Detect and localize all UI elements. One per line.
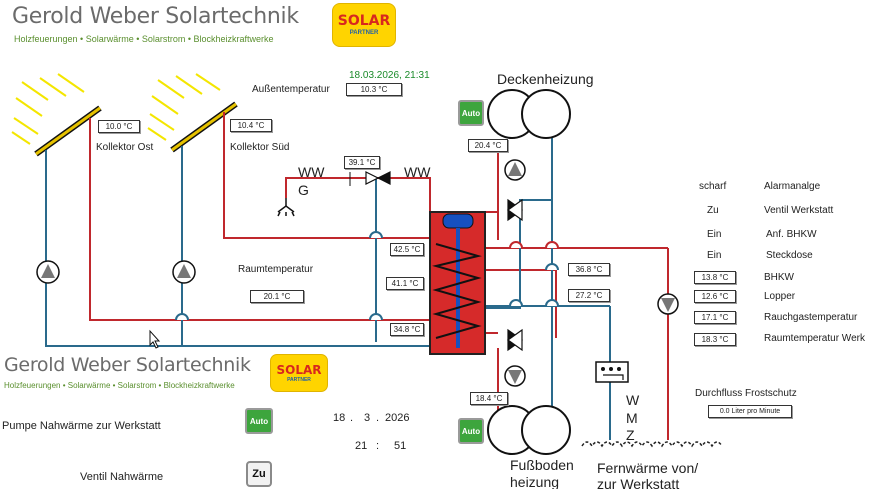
status-name-valve: Ventil Werkstatt xyxy=(764,205,834,216)
wmz-z: Z xyxy=(626,427,635,443)
pump-icon xyxy=(504,159,526,181)
time-hour: 21 xyxy=(355,440,368,452)
pump-nahwaerme-label: Pumpe Nahwärme zur Werkstatt xyxy=(2,420,161,432)
status-name-socket: Steckdose xyxy=(766,250,813,261)
reading-bhkw-label: BHKW xyxy=(764,272,794,283)
brand-name-bottom: Gerold Weber Solartechnik xyxy=(4,354,251,376)
logo-text: SOLAR xyxy=(337,13,391,29)
reading-lopper-label: Lopper xyxy=(764,291,796,302)
shower-icon xyxy=(277,198,295,217)
ceiling-auto-button[interactable]: Auto xyxy=(458,100,484,126)
logo-sub: PARTNER xyxy=(349,30,379,36)
solar-partner-logo: SOLAR PARTNER xyxy=(332,3,396,47)
storage-temp-mid: 41.1 °C xyxy=(386,277,424,290)
logo-text-bottom: SOLAR xyxy=(276,362,322,377)
solar-partner-logo-bottom: SOLAR PARTNER xyxy=(270,354,328,392)
time-sep: : xyxy=(376,440,380,452)
district-flow-temp: 36.8 °C xyxy=(568,263,610,276)
heat-exchanger-coil xyxy=(432,243,482,339)
valve-nahwaerme-label: Ventil Nahwärme xyxy=(80,471,164,483)
g-label: G xyxy=(298,182,309,198)
reading-room-value: 18.3 °C xyxy=(694,333,736,346)
date-sep-2: . xyxy=(376,412,380,424)
date-sep-1: . xyxy=(350,412,354,424)
collector-south-label: Kollektor Süd xyxy=(230,142,290,153)
pump-nahwaerme-auto-button[interactable]: Auto xyxy=(245,408,273,434)
reading-bhkw-value: 13.8 °C xyxy=(694,271,736,284)
storage-temp-top: 42.5 °C xyxy=(390,243,424,256)
pump-icon xyxy=(657,293,679,315)
floor-exchanger xyxy=(487,405,571,455)
district-title-1: Fernwärme von/ xyxy=(597,460,699,476)
ceiling-heating-title: Deckenheizung xyxy=(497,71,594,87)
status-state-alarm: scharf xyxy=(699,181,727,192)
collector-south-temp: 10.4 °C xyxy=(230,119,272,132)
ww-right-label: WW xyxy=(404,164,431,180)
brand-tagline: Holzfeuerungen • Solarwärme • Solarstrom… xyxy=(14,34,274,44)
pipe-crossings xyxy=(509,241,559,249)
mixing-valve-icon xyxy=(365,171,391,185)
wmz-m: M xyxy=(626,410,638,426)
floor-heating-title-2: heizung xyxy=(510,474,560,489)
room-temp-label: Raumtemperatur xyxy=(238,264,314,275)
valve-nahwaerme-zu-button[interactable]: Zu xyxy=(246,461,272,487)
ceiling-temp-value: 20.4 °C xyxy=(468,139,508,152)
cursor-icon xyxy=(149,329,161,349)
reading-room-label: Raumtemperatur Werk xyxy=(764,333,865,344)
floor-temp-value: 18.4 °C xyxy=(470,392,508,405)
valve-icon xyxy=(506,328,524,352)
collector-east-temp: 10.0 °C xyxy=(98,120,140,133)
ww-left-label: WW xyxy=(298,164,325,180)
heat-meter-icon xyxy=(595,361,629,383)
storage-temp-bottom: 34.8 °C xyxy=(390,323,424,336)
status-state-bhkw: Ein xyxy=(707,229,722,240)
date-month: 3 xyxy=(364,412,371,424)
mix-temp-value: 39.1 °C xyxy=(344,156,380,169)
logo-sub-bottom: PARTNER xyxy=(287,376,311,383)
reading-flue-value: 17.1 °C xyxy=(694,311,736,324)
reading-lopper-value: 12.6 °C xyxy=(694,290,736,303)
timestamp: 18.03.2026, 21:31 xyxy=(349,70,430,81)
district-title-2: zur Werkstatt xyxy=(597,476,680,489)
time-minute: 51 xyxy=(394,440,407,452)
sun-rays-south xyxy=(147,73,221,141)
sun-rays-east xyxy=(11,73,85,145)
date-year: 2026 xyxy=(385,412,410,424)
flow-value: 0.0 Liter pro Minute xyxy=(708,405,792,418)
collector-east-label: Kollektor Ost xyxy=(96,142,154,153)
date-day: 18 xyxy=(333,412,346,424)
pump-icon xyxy=(504,365,526,387)
flow-label: Durchfluss Frostschutz xyxy=(695,388,797,399)
brand-name: Gerold Weber Solartechnik xyxy=(12,4,299,29)
room-temp-value: 20.1 °C xyxy=(250,290,304,303)
reading-flue-label: Rauchgastemperatur xyxy=(764,312,858,323)
status-state-valve: Zu xyxy=(707,205,719,216)
outside-temp-value: 10.3 °C xyxy=(346,83,402,96)
status-state-socket: Ein xyxy=(707,250,722,261)
pump-icon xyxy=(172,260,196,284)
ground-line xyxy=(581,441,723,448)
valve-icon xyxy=(506,198,524,222)
outside-temp-label: Außentemperatur xyxy=(252,84,330,95)
floor-auto-button[interactable]: Auto xyxy=(458,418,484,444)
pump-icon xyxy=(36,260,60,284)
status-name-alarm: Alarmanalge xyxy=(764,181,821,192)
floor-heating-title-1: Fußboden xyxy=(510,457,574,473)
status-name-bhkw: Anf. BHKW xyxy=(766,229,817,240)
ceiling-exchanger xyxy=(487,89,571,139)
brand-tagline-bottom: Holzfeuerungen • Solarwärme • Solarstrom… xyxy=(4,381,235,390)
district-return-temp: 27.2 °C xyxy=(568,289,610,302)
wmz-w: W xyxy=(626,392,640,408)
